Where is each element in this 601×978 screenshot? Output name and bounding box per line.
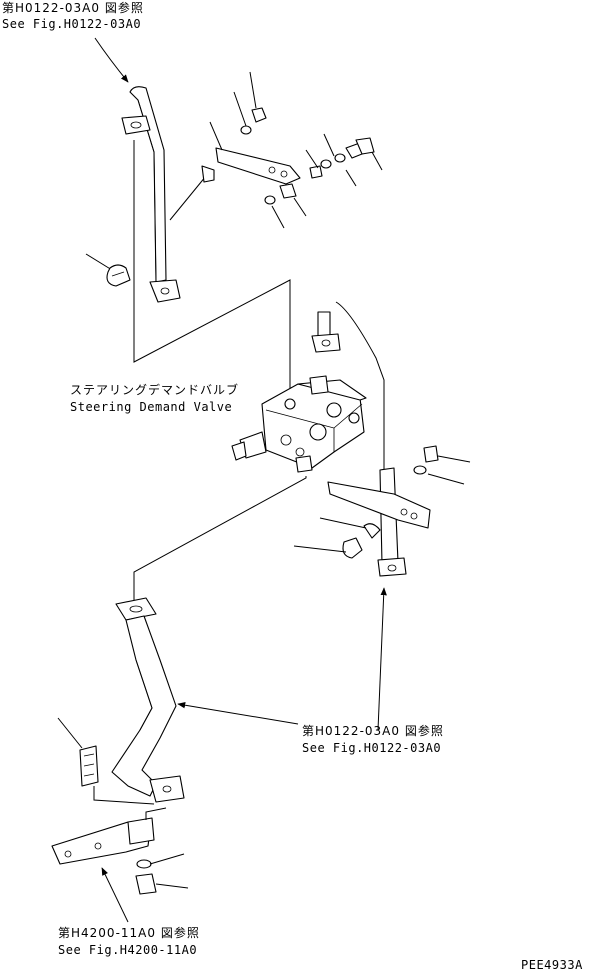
lower-pipe-flange-top [115, 597, 157, 621]
ref-bottom-en: See Fig.H4200-11A0 [58, 943, 198, 957]
ref-top-en: See Fig.H0122-03A0 [2, 17, 142, 31]
ref-arrow-top [94, 37, 129, 83]
right-pipe [377, 467, 407, 577]
washer-mid [334, 153, 346, 163]
spacer-right [363, 523, 381, 539]
nut-right [423, 445, 439, 463]
nut-top [251, 107, 267, 123]
upper-pipe-flange-top [121, 115, 151, 135]
ref-arrow-bottom [101, 867, 129, 923]
lower-clip [57, 717, 155, 805]
connector-lines-upper [133, 140, 291, 400]
washer-top [240, 125, 252, 135]
upper-bracket-assembly [169, 71, 383, 229]
upper-pipe-flange-bottom [149, 279, 181, 303]
washer-right [413, 465, 427, 475]
nut-lower-bracket [135, 873, 157, 895]
washer-lower [264, 195, 276, 205]
connector-lines-middle [133, 476, 307, 600]
spacer-small [201, 165, 215, 183]
ref-mid-en: See Fig.H0122-03A0 [302, 741, 442, 755]
ref-top-jp: 第H0122-03A0 図参照 [2, 1, 144, 15]
steering-demand-valve [231, 375, 367, 473]
lower-pipe [111, 597, 185, 803]
upper-bracket [215, 147, 301, 185]
drawing-code: PEE4933A [521, 958, 583, 972]
clip-right [342, 537, 363, 559]
washer-lower-bracket [136, 859, 152, 869]
valve-fitting [311, 301, 385, 470]
valve-label-en: Steering Demand Valve [70, 400, 233, 414]
ref-arrow-middle [177, 702, 299, 725]
upper-clip [85, 253, 131, 287]
right-bracket [327, 481, 431, 529]
ref-bottom-jp: 第H4200-11A0 図参照 [58, 926, 200, 940]
right-bracket-assembly [293, 445, 471, 559]
valve-label-jp: ステアリングデマンドバルブ [70, 383, 240, 397]
ref-mid-jp: 第H0122-03A0 図参照 [302, 724, 444, 738]
lower-bracket-assembly [51, 807, 189, 895]
ref-arrow-right [377, 587, 387, 731]
nut-lower [279, 183, 297, 199]
spacer-mid [309, 165, 323, 179]
lower-pipe-flange-bottom [149, 775, 185, 803]
upper-pipe [121, 86, 181, 303]
